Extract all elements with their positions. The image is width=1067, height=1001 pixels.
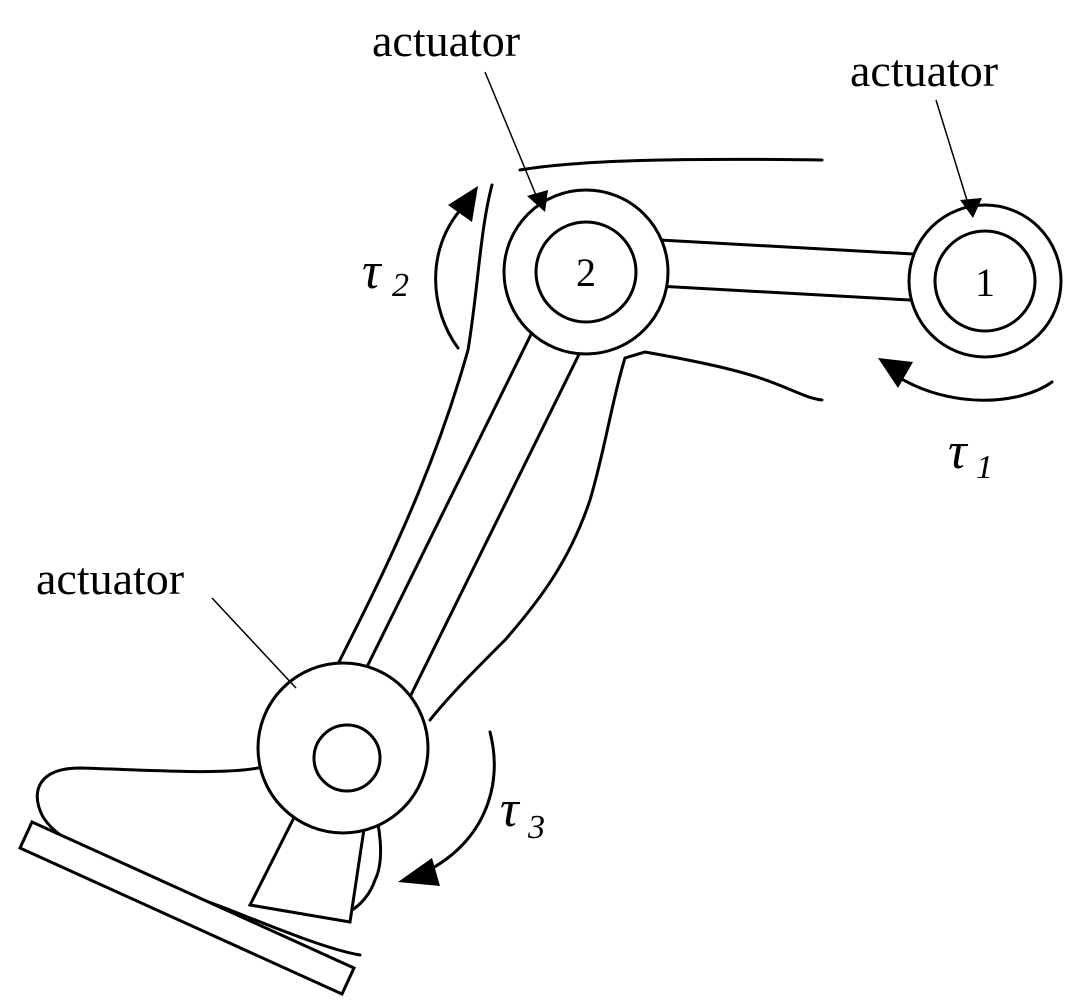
tau-1-subscript: 1: [976, 449, 993, 486]
actuator-top-label: actuator: [372, 15, 520, 66]
shank-outline-front: [428, 356, 627, 722]
actuator-top-arrowhead: [527, 190, 548, 212]
thigh-outline-bottom: [623, 350, 824, 402]
tau-3-arrow-arc: [423, 730, 496, 874]
tau-1-arrow-arc: [893, 373, 1054, 402]
tau-3-subscript: 3: [527, 809, 545, 846]
tau-2-symbol: τ: [362, 243, 383, 300]
actuator-left-leader: [211, 597, 297, 689]
joint-3-inner-ring: [312, 723, 382, 793]
joint-1-inner-ring: [933, 229, 1037, 333]
actuator-left-label: actuator: [36, 553, 184, 604]
tau-3-symbol: τ: [500, 781, 521, 838]
tau-1-symbol: τ: [948, 423, 969, 480]
joint-2-inner-ring: [534, 220, 638, 324]
thigh-outline-top: [518, 157, 824, 172]
actuator-top-leader: [484, 71, 539, 201]
actuator-right-leader: [935, 99, 971, 211]
tau-2-subscript: 2: [392, 267, 409, 304]
actuator-right-label: actuator: [850, 45, 998, 96]
joint-2-label: 2: [576, 250, 596, 295]
actuator-right-arrowhead: [960, 198, 982, 218]
tau-2-arrowhead: [448, 186, 478, 222]
tau-2-arrow-arc: [434, 206, 464, 350]
shank-link: [358, 301, 594, 708]
foot-outline: [35, 766, 362, 957]
foot-plate: [18, 820, 356, 996]
shank-outline-back: [328, 183, 494, 682]
tau-3-arrowhead: [398, 858, 440, 886]
tau-1-arrowhead: [878, 358, 913, 388]
joint-1-label: 1: [975, 260, 995, 305]
